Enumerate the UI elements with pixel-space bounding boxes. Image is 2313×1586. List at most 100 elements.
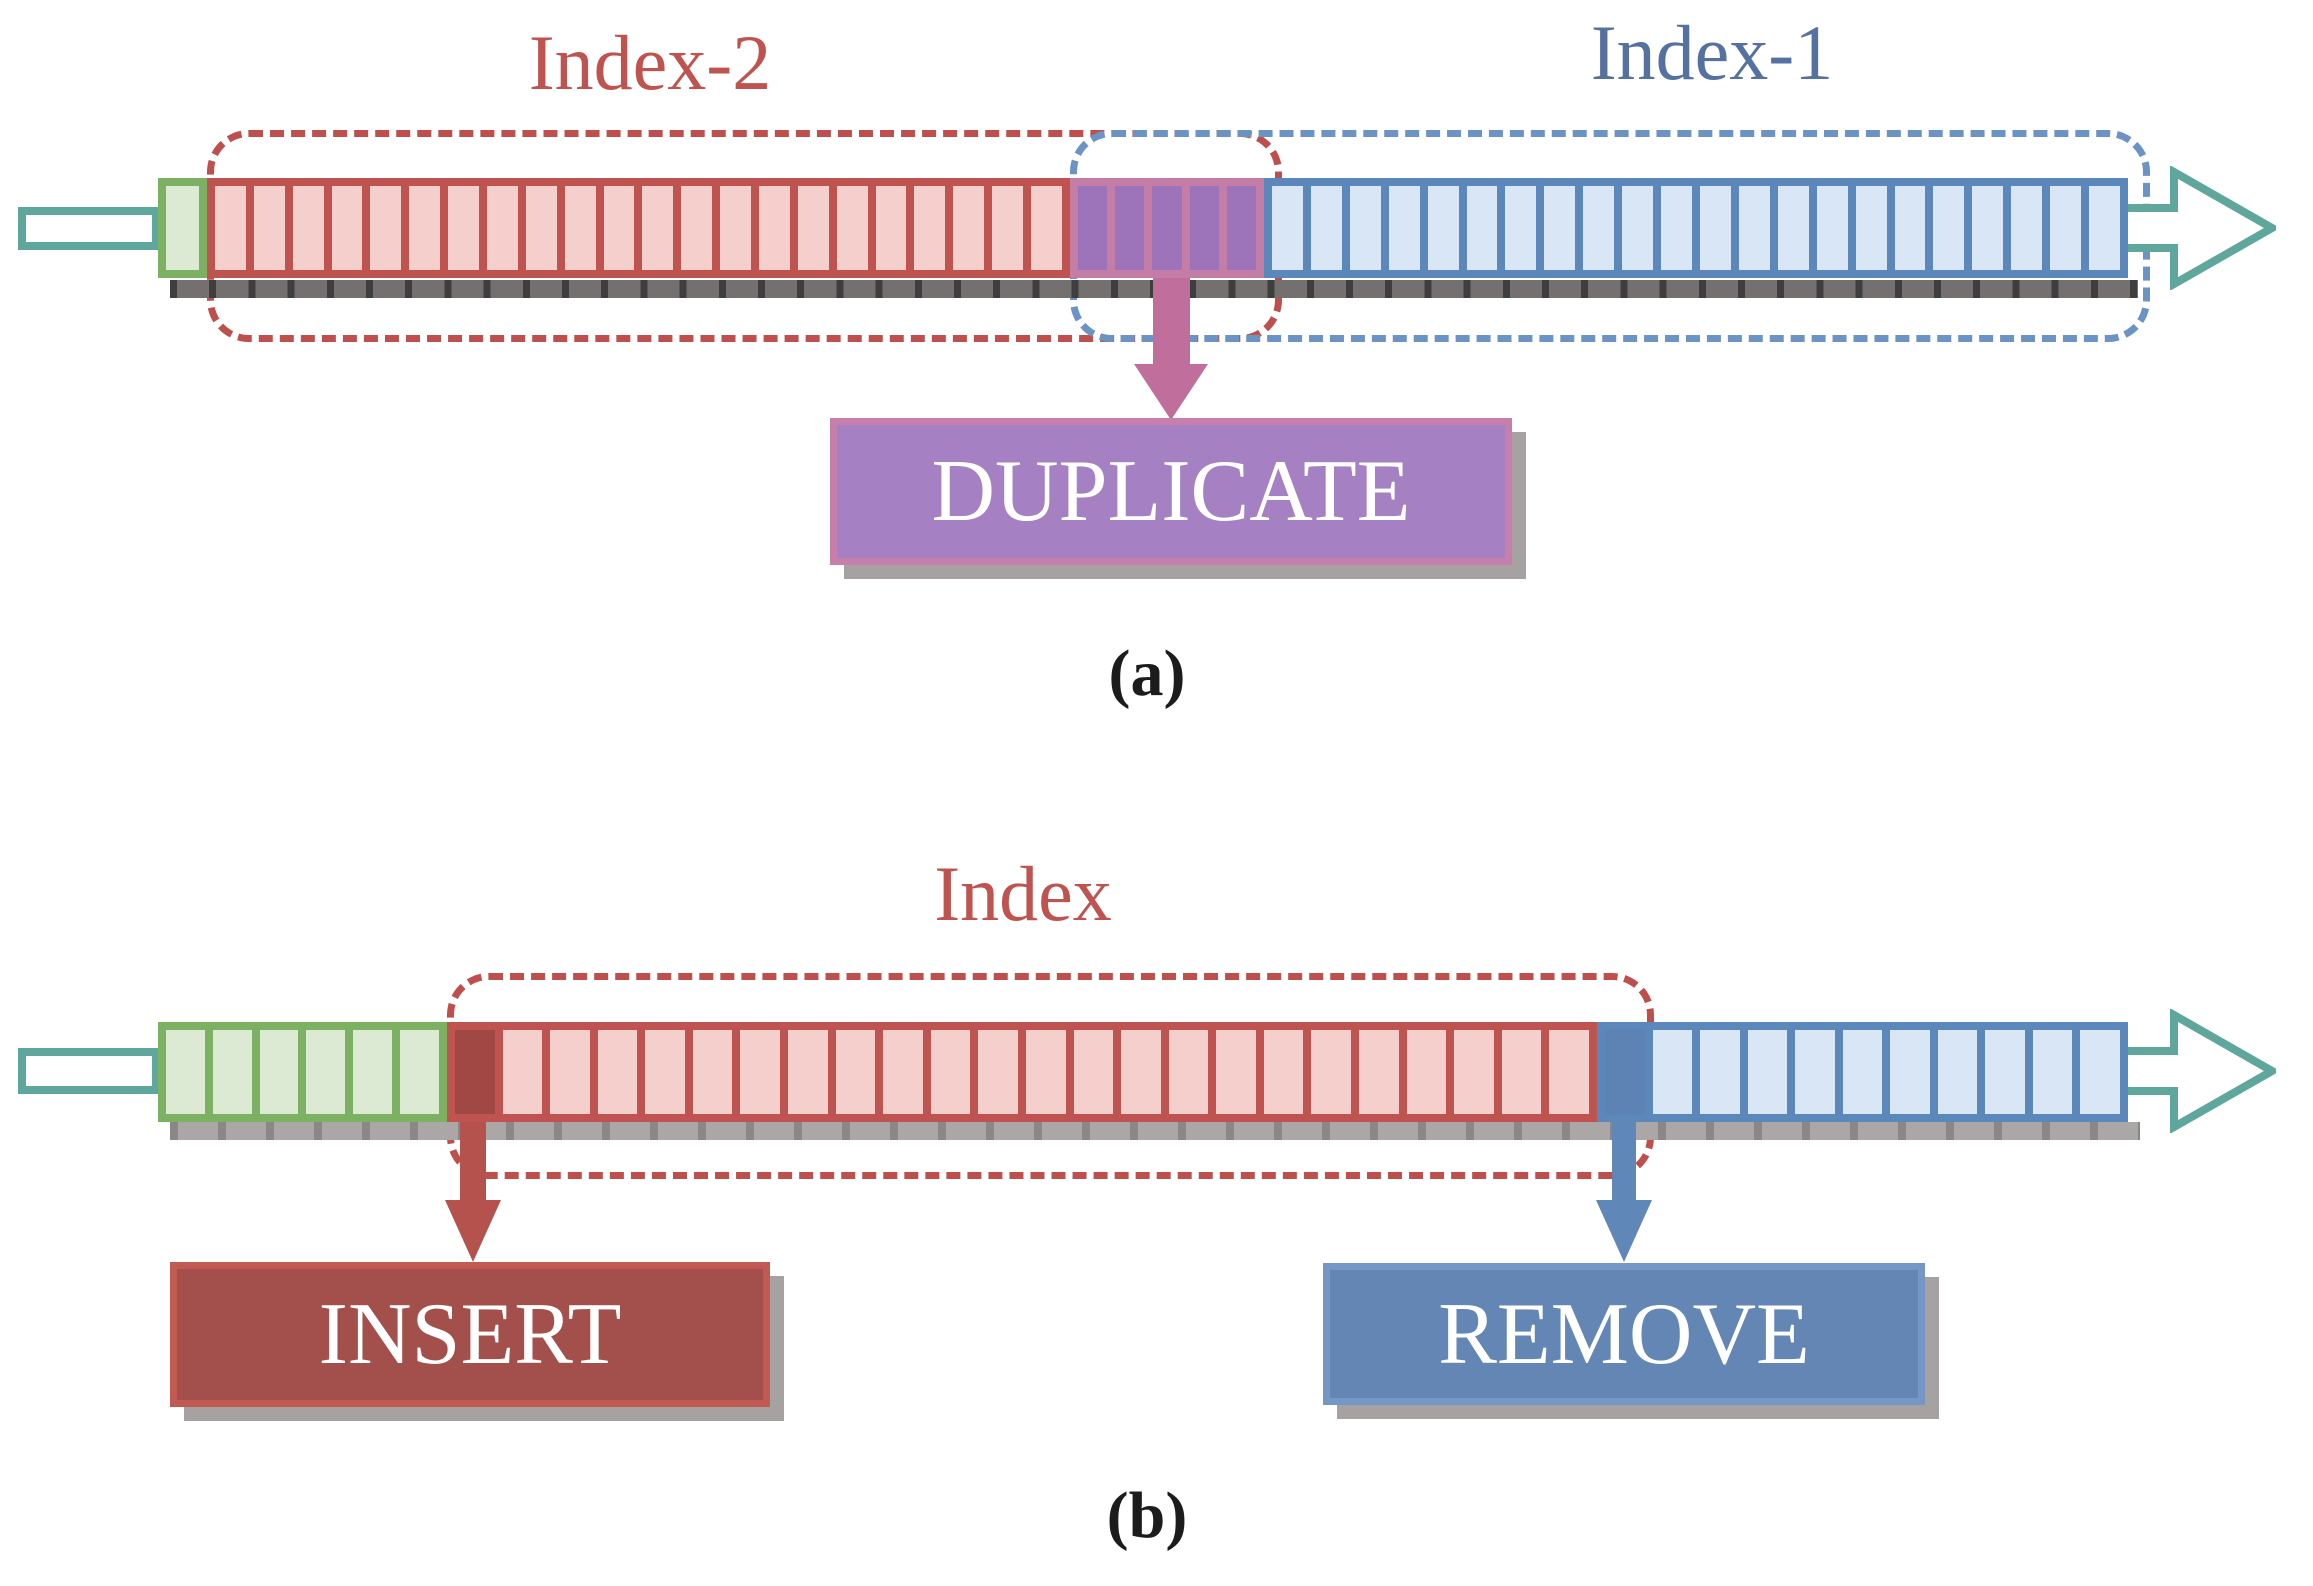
tail-region-cell — [1652, 1030, 1693, 1114]
index1-label: Index-1 — [1590, 9, 1834, 96]
index-region-cell — [1073, 1030, 1114, 1114]
index1-region-cell — [1661, 186, 1692, 270]
leader-cell — [212, 1030, 252, 1114]
index2-region-cell — [681, 186, 713, 270]
index2-region-cell — [215, 186, 246, 270]
index1-region-cell — [1855, 186, 1887, 270]
segment-leader — [158, 1022, 447, 1122]
index1-region-cell — [1272, 186, 1303, 270]
index-region-cell — [1454, 1030, 1494, 1114]
index1-region-cell — [2050, 186, 2082, 270]
leader-cell — [166, 1030, 205, 1114]
strand-end-arrow-b — [2128, 1009, 2276, 1133]
duplicate-arrow-stem — [1153, 278, 1190, 368]
leader-cell — [306, 1030, 346, 1114]
tail-region-cell — [1700, 1030, 1740, 1114]
strand-shadow-b — [170, 1122, 2140, 1140]
index1-region-cell — [1622, 186, 1654, 270]
index2-region-cell — [720, 186, 752, 270]
segment-index-region — [447, 1022, 1597, 1122]
index-region-cell — [978, 1030, 1018, 1114]
tail-region-cell — [1985, 1030, 2025, 1114]
duplicate-overlap-cell — [1189, 186, 1219, 270]
index-region-cell — [1121, 1030, 1161, 1114]
index-region-cell — [692, 1030, 733, 1114]
index-region-cell — [1025, 1030, 1066, 1114]
duplicate-overlap-cell — [1226, 186, 1257, 270]
strand-start-arrow-a — [18, 207, 160, 250]
remove-arrow-stem — [1612, 1117, 1636, 1204]
duplicate-overlap-cell — [1152, 186, 1182, 270]
leader-cell — [166, 186, 199, 270]
index2-region-cell — [331, 186, 363, 270]
insert-box-label: INSERT — [318, 1286, 622, 1383]
index-region-cell — [835, 1030, 876, 1114]
index-region-cell — [930, 1030, 971, 1114]
index-region-cell — [645, 1030, 685, 1114]
index2-region-cell — [797, 186, 829, 270]
segment-leader — [158, 178, 207, 278]
index2-region-cell — [370, 186, 402, 270]
insert-arrow-stem — [460, 1122, 486, 1204]
index1-region-cell — [1583, 186, 1615, 270]
index2-region-cell — [914, 186, 946, 270]
index1-region-cell — [2011, 186, 2043, 270]
index2-region-cell — [603, 186, 635, 270]
leader-cell — [353, 1030, 393, 1114]
index1-region-cell — [1388, 186, 1420, 270]
sequence-bar-b — [158, 1022, 2128, 1122]
index2-region-cell — [953, 186, 985, 270]
index-region-cell — [550, 1030, 590, 1114]
index2-region-cell — [448, 186, 480, 270]
leader-cell — [400, 1030, 439, 1114]
index2-region-cell — [992, 186, 1024, 270]
index-region-cell — [597, 1030, 638, 1114]
tail-region-cell — [1747, 1030, 1788, 1114]
tail-region-cell — [1890, 1030, 1930, 1114]
index2-region-cell — [409, 186, 441, 270]
index2-region-cell — [836, 186, 868, 270]
tail-region-cell — [1842, 1030, 1883, 1114]
index1-region-cell — [1972, 186, 2004, 270]
duplicate-overlap-cell — [1078, 186, 1108, 270]
index1-region-cell — [1544, 186, 1576, 270]
index1-region-cell — [1777, 186, 1809, 270]
index1-region-cell — [1816, 186, 1848, 270]
index-region-cell — [502, 1030, 543, 1114]
tail-region-cell — [1937, 1030, 1978, 1114]
remove-site-cell — [1605, 1030, 1645, 1114]
strand-end-arrow-a — [2128, 166, 2276, 290]
index2-region-cell — [564, 186, 596, 270]
index-region-cell — [1263, 1030, 1304, 1114]
index1-region-cell — [1466, 186, 1498, 270]
remove-arrow-head — [1596, 1200, 1652, 1262]
segment-index1-region — [1264, 178, 2128, 278]
index2-region-cell — [487, 186, 518, 270]
index-region-cell — [1406, 1030, 1447, 1114]
segment-index2-region — [207, 178, 1070, 278]
index-region-cell — [1358, 1030, 1399, 1114]
segment-duplicate-overlap — [1070, 178, 1264, 278]
index2-label: Index-2 — [528, 19, 772, 106]
index2-region-cell — [642, 186, 674, 270]
remove-box: REMOVE — [1323, 1263, 1925, 1405]
index1-region-cell — [1894, 186, 1926, 270]
index-region-cell — [740, 1030, 781, 1114]
index-region-cell — [1501, 1030, 1542, 1114]
index1-region-cell — [1349, 186, 1381, 270]
caption-b: (b) — [1106, 1479, 1188, 1552]
duplicate-arrow-head — [1134, 364, 1208, 420]
duplicate-overlap-cell — [1115, 186, 1145, 270]
index-region-cell — [1168, 1030, 1209, 1114]
index-label: Index — [934, 850, 1112, 937]
index2-region-cell — [525, 186, 557, 270]
tail-region-cell — [2080, 1030, 2121, 1114]
remove-box-label: REMOVE — [1438, 1285, 1810, 1383]
index2-region-cell — [253, 186, 285, 270]
index-region-cell — [1549, 1030, 1589, 1114]
index1-region-cell — [1310, 186, 1342, 270]
index1-region-cell — [2089, 186, 2120, 270]
index1-region-cell — [1427, 186, 1459, 270]
index1-region-cell — [1738, 186, 1770, 270]
